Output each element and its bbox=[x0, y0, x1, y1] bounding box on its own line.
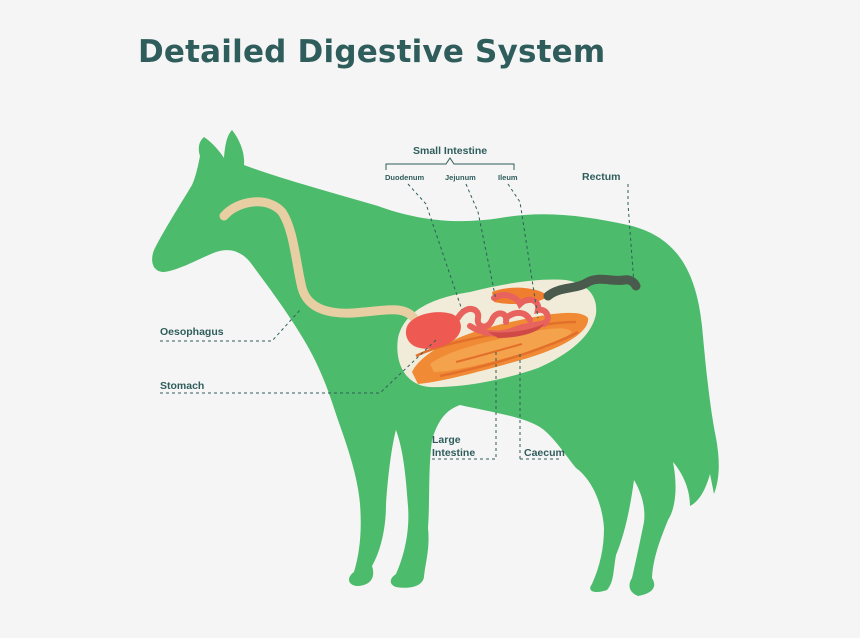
ileum-label: Ileum bbox=[498, 173, 518, 182]
jejunum-label: Jejunum bbox=[445, 173, 476, 182]
small-intestine-organ bbox=[455, 292, 551, 337]
intestine-shadow bbox=[488, 324, 544, 338]
leader-lines bbox=[160, 157, 635, 460]
large-intestine bbox=[412, 287, 589, 384]
large-intestine-label-line1: Large bbox=[432, 434, 461, 446]
caecum-label: Caecum bbox=[524, 447, 565, 459]
rectum-label: Rectum bbox=[582, 171, 621, 183]
large-intestine-label-line2: Intestine bbox=[432, 447, 475, 459]
rectum-organ bbox=[543, 274, 641, 301]
page-title: Detailed Digestive System bbox=[138, 34, 606, 70]
stomach-label: Stomach bbox=[160, 380, 204, 392]
oesophagus-tube bbox=[219, 197, 419, 323]
oesophagus-label: Oesophagus bbox=[160, 326, 224, 338]
duodenum-label: Duodenum bbox=[385, 173, 424, 182]
stomach-organ bbox=[405, 312, 461, 349]
small-intestine-label: Small Intestine bbox=[413, 145, 487, 157]
